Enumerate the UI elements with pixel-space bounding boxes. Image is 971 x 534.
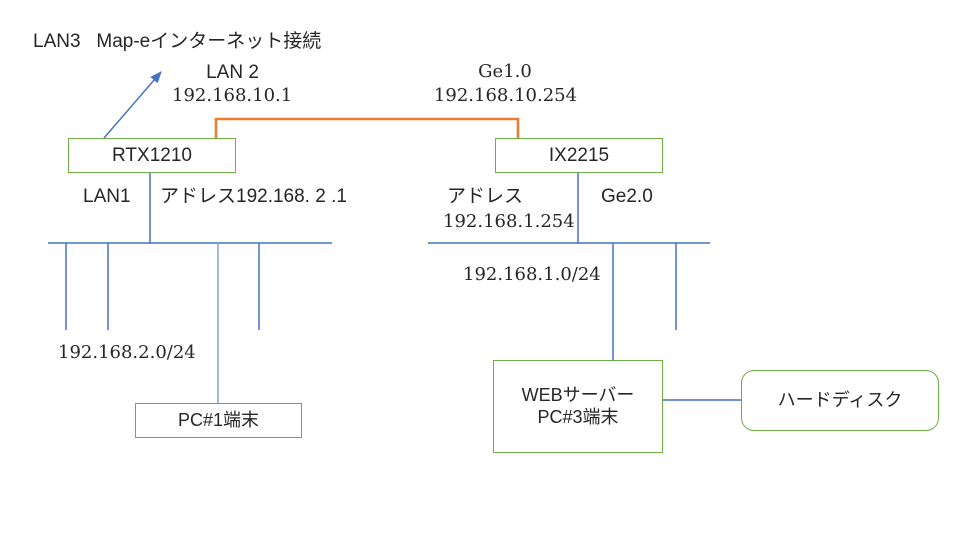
lan2-name-label: LAN 2 [206, 62, 259, 83]
ix-address-ip-label: 192.168.1.254 [443, 211, 575, 232]
lan2-orange-link [214, 117, 520, 138]
node-pc1[interactable]: PC#1端末 [135, 403, 302, 438]
node-ix2215-label: IX2215 [548, 144, 610, 166]
ix-address-name-label: アドレス [447, 186, 524, 207]
ge2-name-label: Ge2.0 [601, 186, 653, 207]
node-webserver-pc3-label: WEBサーバー PC#3端末 [521, 384, 635, 427]
node-ix2215[interactable]: IX2215 [495, 138, 663, 173]
left-subnet-label: 192.168.2.0/24 [58, 342, 196, 363]
rtx-address-label: アドレス192.168. 2 .1 [160, 186, 347, 207]
node-harddisk-label: ハードディスク [777, 389, 903, 410]
lan3-internet-label: LAN3 Map-eインターネット接続 [33, 31, 322, 52]
ge1-name-label: Ge1.0 [478, 61, 532, 82]
lan2-ip-label: 192.168.10.1 [172, 85, 293, 106]
node-rtx1210-label: RTX1210 [112, 144, 192, 166]
node-harddisk[interactable]: ハードディスク [741, 370, 939, 431]
right-subnet-label: 192.168.1.0/24 [463, 264, 601, 285]
lan3-arrow-line [103, 71, 162, 139]
node-webserver-pc3[interactable]: WEBサーバー PC#3端末 [493, 360, 663, 453]
lan1-name-label: LAN1 [83, 186, 131, 207]
ge1-ip-label: 192.168.10.254 [433, 85, 578, 106]
node-pc1-label: PC#1端末 [177, 409, 260, 430]
node-rtx1210[interactable]: RTX1210 [68, 138, 236, 173]
